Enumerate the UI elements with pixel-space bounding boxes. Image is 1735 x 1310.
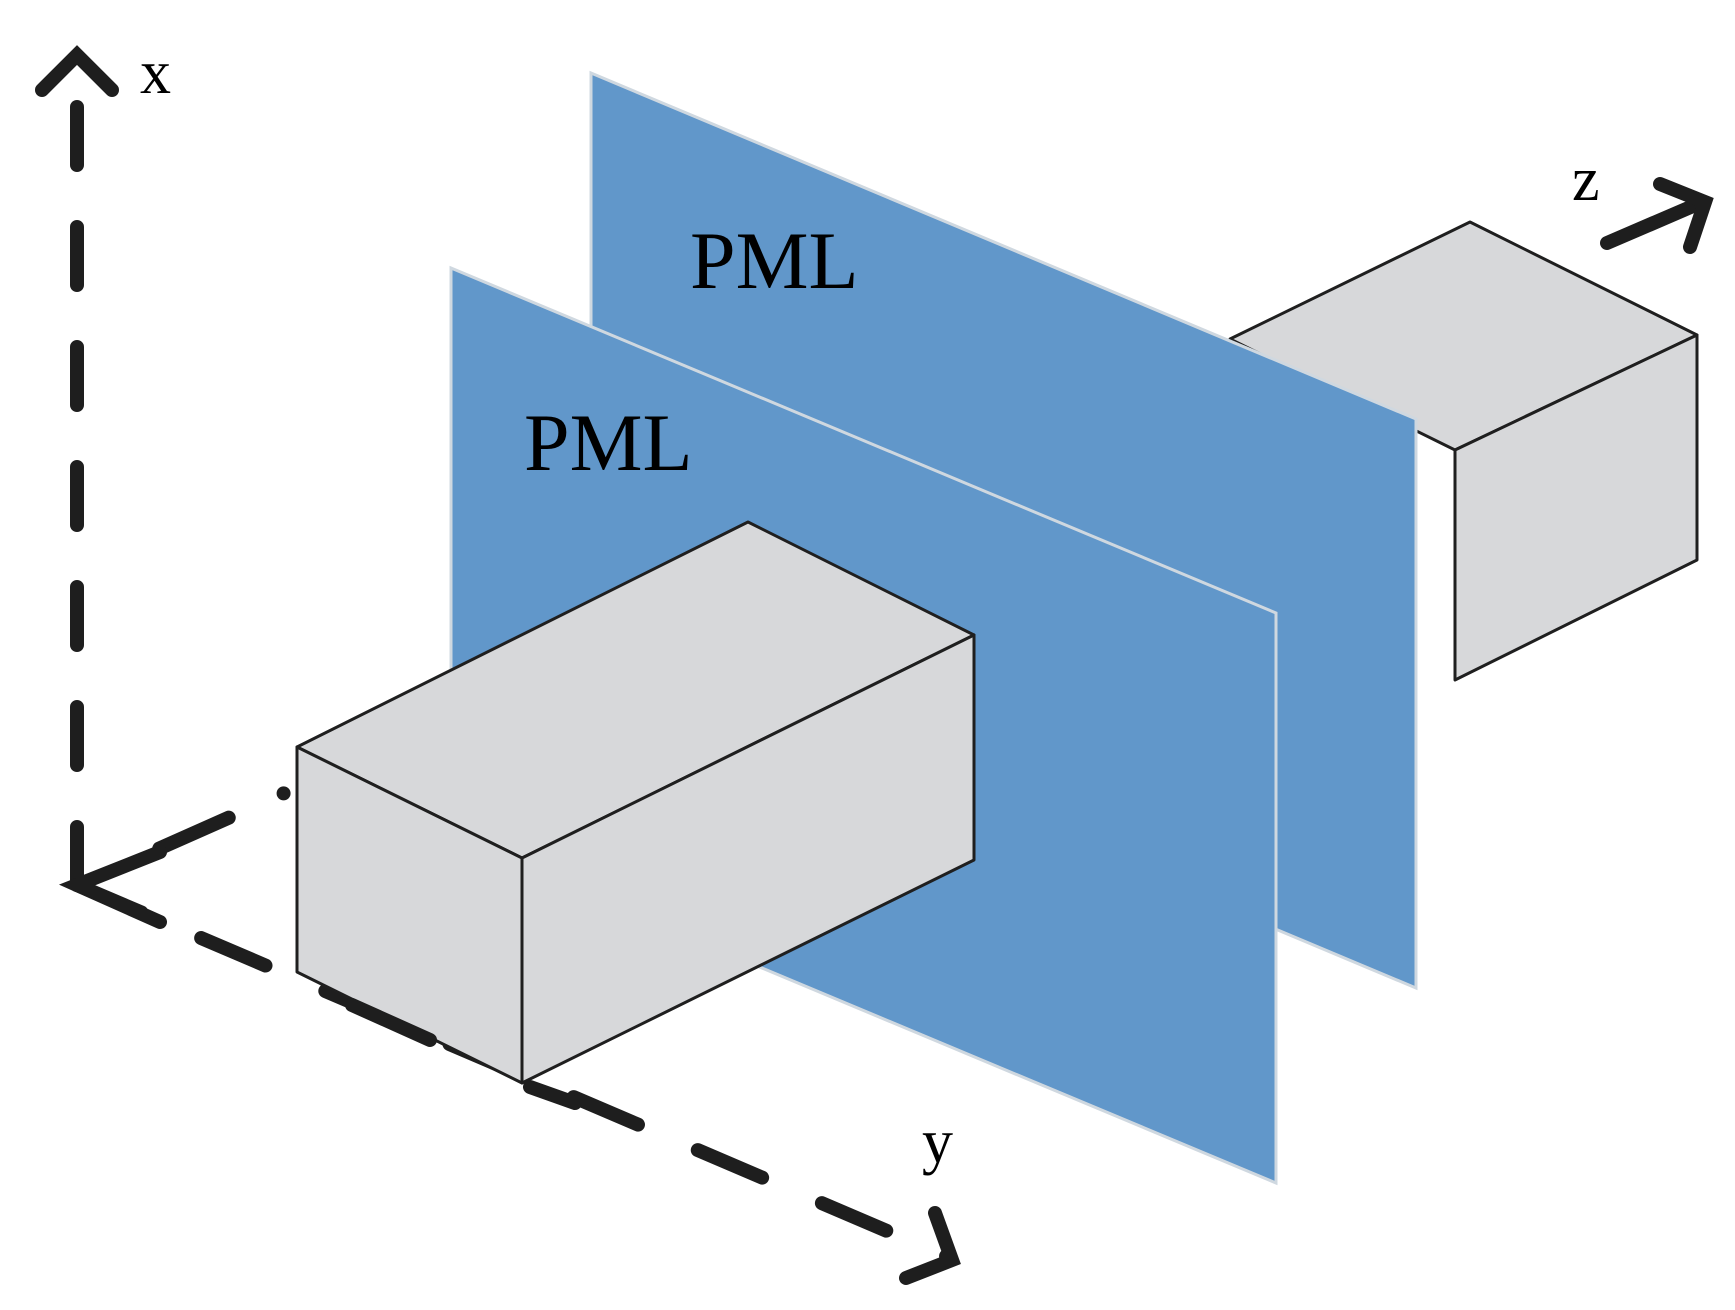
z-axis-line [1600, 196, 1707, 250]
front-waveguide [295, 520, 976, 1085]
y-axis-front-dashes [345, 998, 582, 1110]
y-axis-label: y [922, 1108, 953, 1176]
z-axis-hidden-line [70, 768, 332, 892]
y-axis-dash [345, 998, 437, 1047]
z-axis-label: z [1572, 146, 1600, 214]
z-axis-arrowhead [1653, 177, 1714, 254]
y-axis-arrowhead [899, 1206, 961, 1285]
back-waveguide-front-face [1453, 333, 1699, 682]
y-axis-dash [523, 1080, 582, 1110]
pml-label-front: PML [524, 397, 693, 488]
x-axis-label: x [140, 39, 171, 107]
x-axis-arrowhead [35, 45, 119, 97]
z-axis-origin-arrowhead [58, 845, 167, 929]
front-waveguide-right-face [520, 633, 976, 1085]
pml-label-back: PML [690, 215, 859, 306]
